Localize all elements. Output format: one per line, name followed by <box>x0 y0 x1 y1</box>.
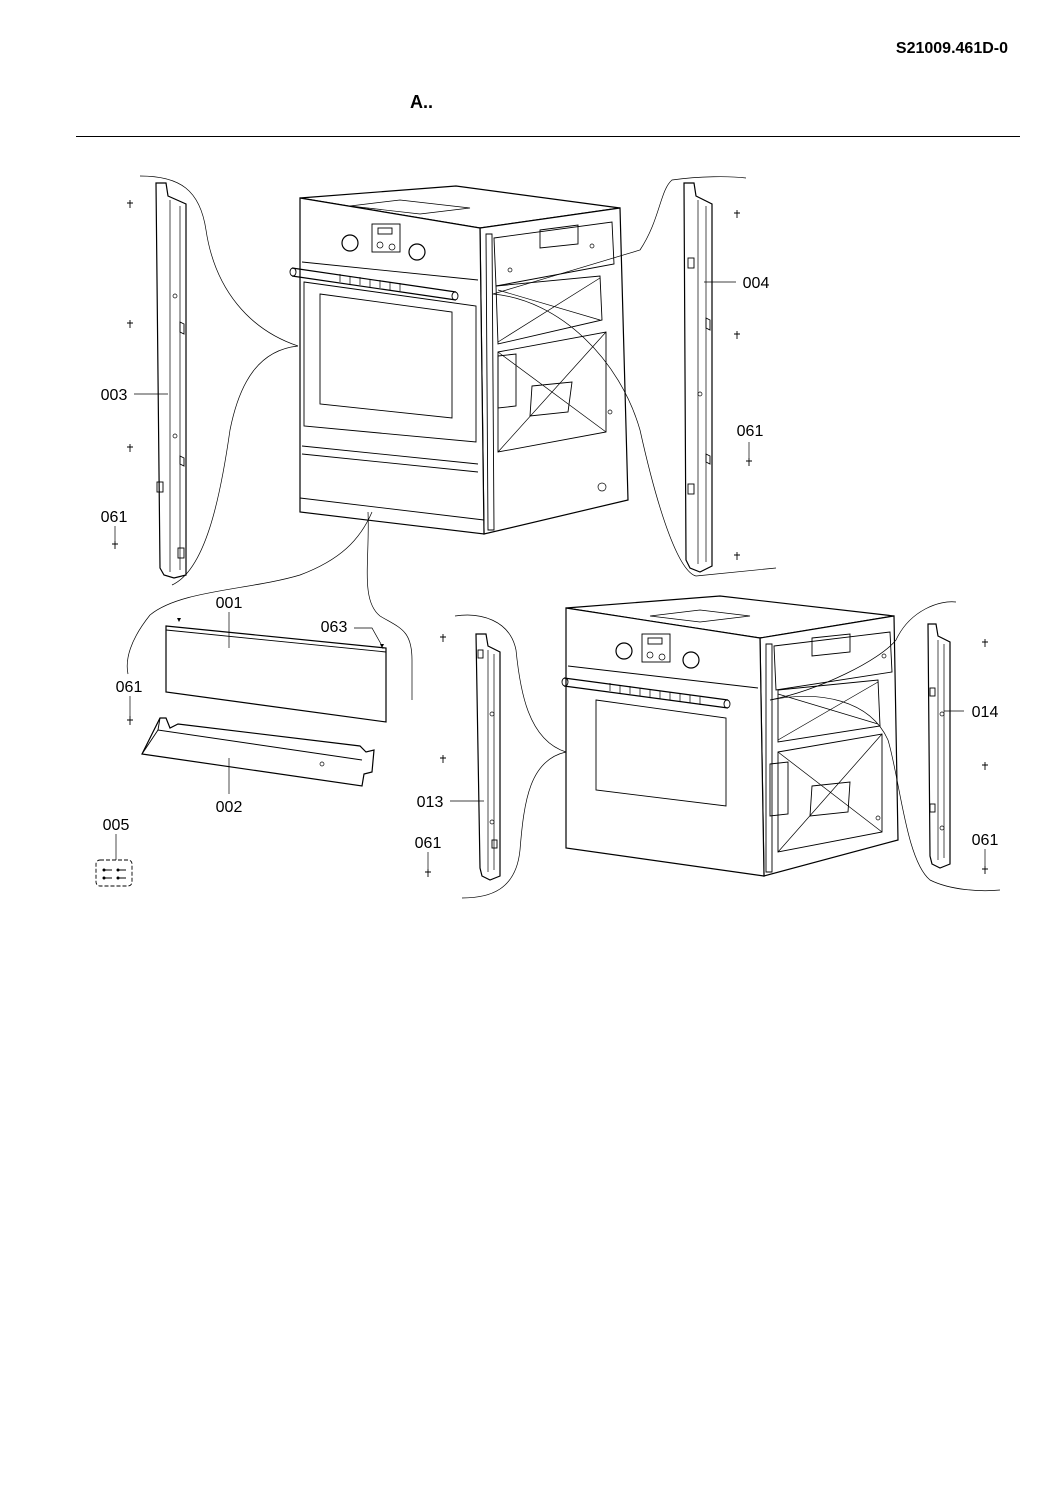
part-label-004: 004 <box>743 275 770 292</box>
side-trim-004 <box>683 182 713 573</box>
screws-063 <box>177 618 384 648</box>
part-label-013: 013 <box>417 794 444 811</box>
part-label-061: 061 <box>101 509 128 526</box>
part-label-002: 002 <box>216 799 243 816</box>
part-label-001: 001 <box>216 595 243 612</box>
oven-bottom <box>561 595 899 877</box>
document-code: S21009.461D-0 <box>895 40 1008 57</box>
part-label-063: 063 <box>321 619 348 636</box>
screws-013 <box>425 634 446 877</box>
header-divider <box>76 136 1020 137</box>
leader-lines <box>114 281 986 869</box>
screw-061-panel <box>127 716 133 725</box>
side-trim-014 <box>927 623 951 869</box>
part-label-061: 061 <box>737 423 764 440</box>
screws-right-top <box>734 210 752 560</box>
side-trim-013 <box>475 633 501 881</box>
side-trim-003 <box>155 182 187 579</box>
part-label-005: 005 <box>103 817 130 834</box>
screws-left <box>112 200 133 549</box>
part-label-014: 014 <box>972 704 999 721</box>
screws-014 <box>982 639 988 874</box>
bottom-bracket-002 <box>141 717 375 787</box>
part-label-061: 061 <box>116 679 143 696</box>
section-title: A.. <box>410 92 434 112</box>
part-label-061: 061 <box>972 832 999 849</box>
oven-top <box>289 185 629 535</box>
screw-kit-005 <box>95 859 133 887</box>
front-panel-001 <box>165 625 387 723</box>
part-label-003: 003 <box>101 387 128 404</box>
part-labels: 001 002 003 004 005 013 014 061 061 061 … <box>101 275 999 852</box>
part-label-061: 061 <box>415 835 442 852</box>
